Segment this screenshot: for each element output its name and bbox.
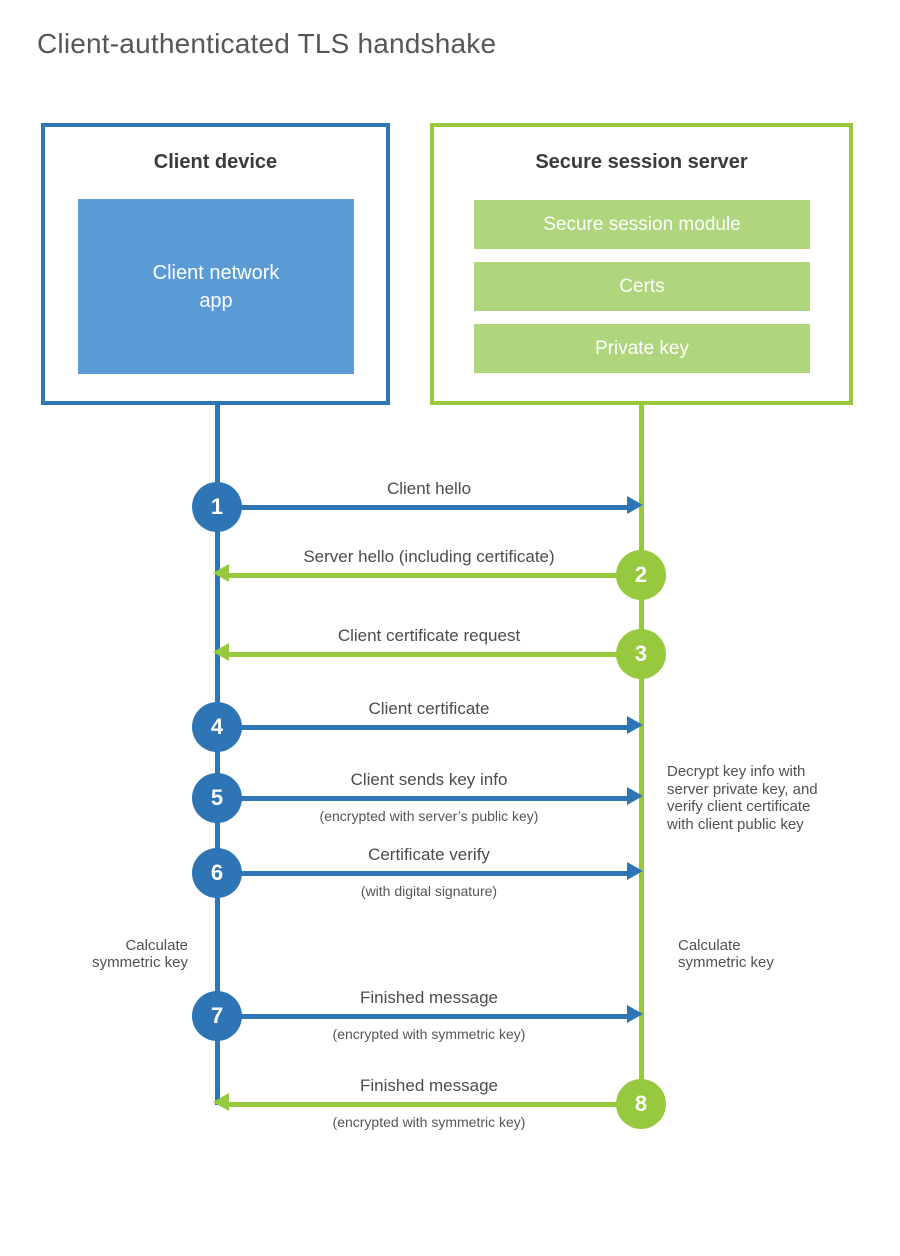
step-1-badge: 1 [192, 482, 242, 532]
calc-line: symmetric key [678, 954, 774, 971]
step-3-row: 3 Client certificate request [0, 626, 900, 679]
step-3-label: Client certificate request [337, 626, 521, 645]
step-2-badge: 2 [616, 550, 666, 600]
step-1-label: Client hello [386, 479, 472, 498]
decrypt-note-line: Decrypt key info with [667, 763, 806, 780]
step-5-arrow-line [217, 796, 627, 801]
step-6-row: 6 Certificate verify (with digital signa… [0, 845, 900, 899]
decrypt-note: Decrypt key info with server private key… [667, 763, 847, 833]
step-8-badge: 8 [616, 1079, 666, 1129]
step-6-arrow-head-icon [627, 862, 643, 880]
step-8-sublabel: (encrypted with symmetric key) [332, 1114, 526, 1130]
step-4-arrow-line [217, 725, 627, 730]
step-4-row: 4 Client certificate [0, 699, 900, 752]
step-2-arrow-head-icon [213, 564, 229, 582]
server-module-certs: Certs [474, 262, 810, 311]
secure-session-server-title: Secure session server [535, 151, 748, 173]
server-module-secure-session: Secure session module [474, 200, 810, 249]
step-7-row: 7 Finished message (encrypted with symme… [0, 988, 900, 1042]
step-4-label: Client certificate [368, 699, 490, 718]
step-2-row: 2 Server hello (including certificate) [0, 547, 900, 600]
client-device-box: Client device Client network app [41, 123, 390, 405]
page-title: Client-authenticated TLS handshake [37, 28, 497, 59]
client-device-title: Client device [153, 151, 278, 173]
decrypt-note-line: with client public key [667, 815, 804, 833]
step-4-badge: 4 [192, 702, 242, 752]
calc-symmetric-key-client: Calculate symmetric key [60, 937, 188, 971]
step-8-arrow-head-icon [213, 1093, 229, 1111]
client-network-app-block: Client network app [78, 199, 354, 374]
step-6-badge: 6 [192, 848, 242, 898]
calc-line: Calculate [678, 937, 741, 954]
step-5-badge: 5 [192, 773, 242, 823]
step-7-arrow-line [217, 1014, 627, 1019]
step-8-row: 8 Finished message (encrypted with symme… [0, 1076, 900, 1130]
step-1-row: 1 Client hello [0, 479, 900, 532]
step-2-arrow-line [229, 573, 641, 578]
step-7-label: Finished message [360, 988, 498, 1007]
step-3-badge: 3 [616, 629, 666, 679]
step-5-label: Client sends key info [350, 770, 508, 789]
step-8-arrow-line [229, 1102, 641, 1107]
step-6-arrow-line [217, 871, 627, 876]
step-3-arrow-line [229, 652, 641, 657]
step-6-label: Certificate verify [368, 845, 490, 864]
client-lifeline [215, 405, 220, 1105]
step-1-arrow-line [217, 505, 627, 510]
decrypt-note-line: server private key, and [667, 780, 818, 798]
step-7-sublabel: (encrypted with symmetric key) [332, 1026, 526, 1042]
step-5-sublabel: (encrypted with server’s public key) [319, 808, 539, 824]
decrypt-note-line: verify client certificate [667, 798, 811, 815]
step-2-label: Server hello (including certificate) [303, 547, 555, 566]
secure-session-server-box: Secure session server Secure session mod… [430, 123, 853, 405]
step-7-arrow-head-icon [627, 1005, 643, 1023]
step-5-row: 5 Client sends key info (encrypted with … [0, 770, 900, 824]
step-6-sublabel: (with digital signature) [360, 883, 498, 899]
step-1-arrow-head-icon [627, 496, 643, 514]
step-8-label: Finished message [360, 1076, 498, 1095]
calc-line: symmetric key [92, 954, 188, 971]
server-lifeline [639, 405, 644, 1105]
step-5-arrow-head-icon [627, 787, 643, 805]
step-7-badge: 7 [192, 991, 242, 1041]
calc-symmetric-key-server: Calculate symmetric key [678, 937, 818, 971]
step-3-arrow-head-icon [213, 643, 229, 661]
client-network-app-label: Client network app [152, 261, 280, 312]
calc-line: Calculate [125, 937, 188, 954]
server-module-private-key: Private key [474, 324, 810, 373]
step-4-arrow-head-icon [627, 716, 643, 734]
